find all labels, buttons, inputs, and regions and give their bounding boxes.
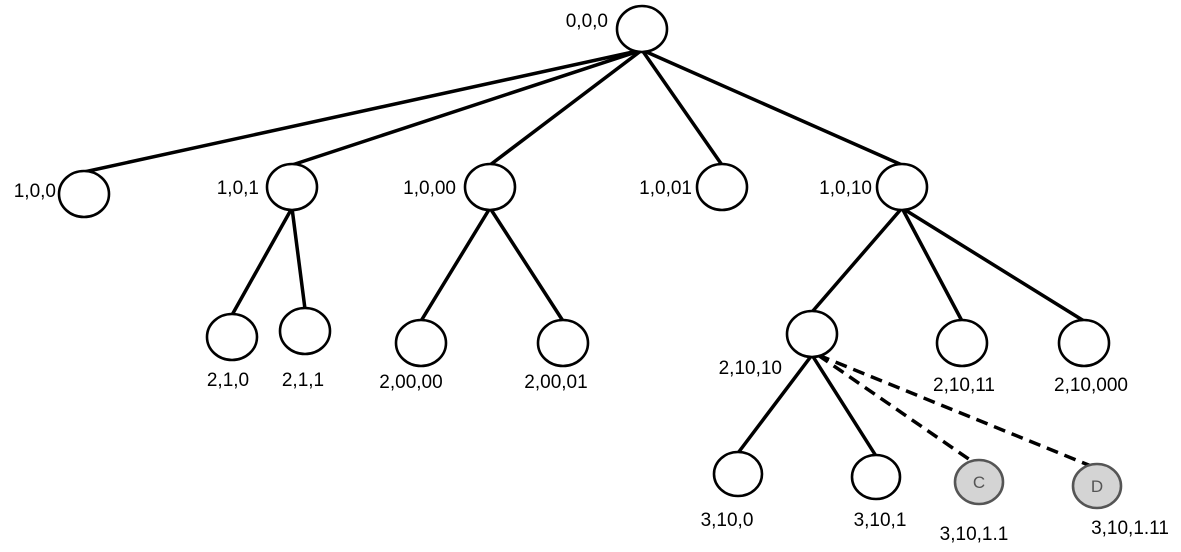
edge-n000-n1001 <box>640 48 724 167</box>
tree-node-n3101 <box>850 453 902 501</box>
tree-node-n000 <box>615 4 669 54</box>
node-label: 3,10,1.11 <box>1091 518 1169 539</box>
node-label: 2,10,11 <box>933 375 995 396</box>
edge-n101-n211 <box>290 206 307 311</box>
tree-node-n101 <box>265 162 319 212</box>
tree-node-n1000 <box>463 162 517 212</box>
edge-n21010-nD-dashed <box>817 353 1092 468</box>
tree-node-n210000 <box>1057 318 1111 368</box>
edge-n1010-n210000 <box>900 206 1086 323</box>
tree-node-n3100 <box>712 450 764 498</box>
node-label: 2,1,0 <box>207 370 249 391</box>
node-label: 1,0,01 <box>639 178 692 199</box>
edge-n000-n1010 <box>640 48 904 167</box>
node-label: 2,00,01 <box>524 372 587 393</box>
labels-layer: 0,0,0 1,0,0 1,0,1 1,0,00 1,0,01 1,0,10 2,1,0 2,… <box>14 11 1169 545</box>
tree-node-n21011 <box>935 318 989 368</box>
tree-node-nC <box>953 458 1005 506</box>
edge-n000-n1000 <box>488 48 644 167</box>
tree-node-n21010 <box>785 309 839 359</box>
edge-n1000-n20000 <box>419 206 492 323</box>
tree-node-n1001 <box>695 162 749 212</box>
node-label: 1,0,10 <box>819 178 872 199</box>
edge-n1010-n21011 <box>900 206 964 323</box>
tree-node-n20000 <box>394 318 448 368</box>
edge-n000-n100 <box>82 48 644 174</box>
tree-node-n1010 <box>875 162 929 212</box>
edge-n1010-n21010 <box>810 206 904 314</box>
node-label: 3,10,1 <box>854 510 907 531</box>
edge-n21010-n3100 <box>736 353 814 455</box>
node-label: 2,00,00 <box>379 372 442 393</box>
edge-n101-n210 <box>230 206 294 317</box>
edge-n000-n101 <box>290 48 644 167</box>
node-label: 3,10,1.1 <box>940 524 1009 545</box>
node-label: 3,10,0 <box>701 510 754 531</box>
node-label: 0,0,0 <box>566 11 608 32</box>
tree-node-n211 <box>278 306 332 356</box>
tree-node-n100 <box>57 169 111 219</box>
tree-node-n20001 <box>536 318 590 368</box>
tree-node-n210 <box>205 312 259 362</box>
node-label: 2,10,000 <box>1054 375 1128 396</box>
edge-n21010-n3101 <box>810 353 878 458</box>
tree-node-nD <box>1071 462 1123 510</box>
node-label: 1,0,1 <box>217 178 259 199</box>
edge-n1000-n20001 <box>488 206 565 323</box>
edge-n21010-nC-dashed <box>817 353 974 464</box>
edges-layer <box>82 48 1092 468</box>
node-inner-letter: C <box>973 473 985 492</box>
node-inner-letter: D <box>1091 477 1103 496</box>
node-label: 2,10,10 <box>719 358 782 379</box>
node-label: 2,1,1 <box>282 370 324 391</box>
node-label: 1,0,0 <box>14 181 56 202</box>
node-label: 1,0,00 <box>403 178 456 199</box>
